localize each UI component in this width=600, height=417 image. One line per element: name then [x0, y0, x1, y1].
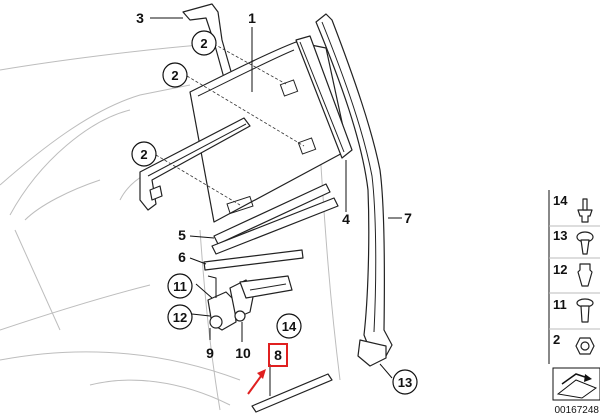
- svg-text:10: 10: [235, 345, 251, 361]
- callout-3: 3: [136, 10, 144, 26]
- part-7-door-seal: [315, 13, 393, 367]
- svg-text:14: 14: [282, 319, 297, 334]
- part-6-inner-strip: [203, 249, 304, 271]
- legend-item-13: 13: [553, 228, 594, 255]
- svg-text:00167248: 00167248: [555, 405, 600, 416]
- callout-1: 1: [248, 10, 256, 26]
- callout-9: 9: [206, 345, 214, 361]
- svg-text:2: 2: [553, 332, 560, 347]
- callout-5: 5: [178, 227, 186, 243]
- svg-text:11: 11: [553, 297, 567, 312]
- svg-text:14: 14: [553, 193, 568, 208]
- svg-text:6: 6: [178, 249, 186, 265]
- callout-2b: 2: [162, 62, 188, 88]
- svg-text:12: 12: [173, 310, 187, 325]
- svg-text:5: 5: [178, 227, 186, 243]
- callout-4: 4: [342, 211, 350, 227]
- svg-text:7: 7: [404, 210, 412, 226]
- callout-6: 6: [178, 249, 186, 265]
- callout-11: 11: [167, 273, 193, 299]
- callout-14: 14: [276, 313, 302, 339]
- svg-text:4: 4: [342, 211, 350, 227]
- svg-text:11: 11: [173, 279, 187, 294]
- fastener-legend: 14 13 12 11 2: [548, 190, 600, 364]
- svg-text:13: 13: [553, 228, 567, 243]
- image-number: 00167248: [555, 405, 600, 416]
- callout-7: 7: [404, 210, 412, 226]
- highlight-box: [268, 343, 288, 367]
- callout-12: 12: [167, 304, 193, 330]
- svg-text:3: 3: [136, 10, 144, 26]
- svg-text:9: 9: [206, 345, 214, 361]
- leader-lines: [150, 17, 402, 396]
- part-1-window-glass: [189, 41, 349, 223]
- door-check-assembly: [207, 275, 293, 331]
- svg-text:2: 2: [171, 68, 178, 83]
- car-body-outline: [0, 44, 341, 411]
- svg-text:2: 2: [140, 147, 147, 162]
- svg-text:8: 8: [274, 347, 282, 363]
- diagram-logo-icon: [552, 367, 600, 401]
- part-2-dashed-leaders: [155, 43, 305, 206]
- svg-text:12: 12: [553, 262, 567, 277]
- svg-text:13: 13: [398, 375, 412, 390]
- highlight-arrowhead: [257, 369, 266, 379]
- svg-text:1: 1: [248, 10, 256, 26]
- part-4-guide-rail: [295, 35, 353, 159]
- callout-8-highlight: 8: [247, 343, 288, 395]
- callout-10: 10: [235, 345, 251, 361]
- legend-item-12: 12: [553, 262, 593, 287]
- part-2-regulator-rail: [139, 117, 251, 211]
- legend-item-2: 2: [553, 332, 595, 355]
- legend-item-11: 11: [553, 297, 594, 323]
- legend-item-14: 14: [553, 193, 593, 223]
- callout-2c: 2: [131, 141, 157, 167]
- part-8-lower-seal: [251, 373, 333, 413]
- part-5-belt-strip: [211, 183, 339, 255]
- svg-text:2: 2: [200, 36, 207, 51]
- callout-2a: 2: [191, 30, 217, 56]
- callout-13: 13: [392, 369, 418, 395]
